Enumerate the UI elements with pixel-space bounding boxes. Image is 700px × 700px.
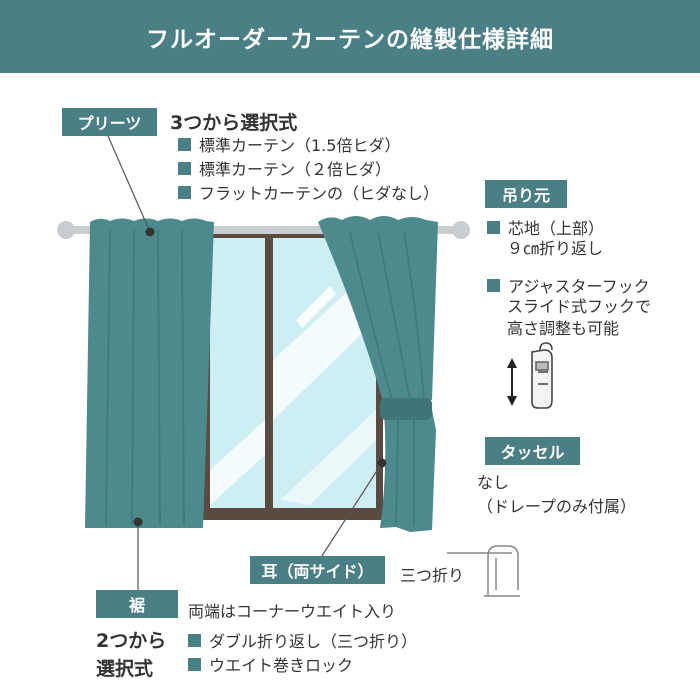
pleats-option-3: フラットカーテンの（ヒダなし）: [178, 180, 439, 204]
pleats-heading: 3つから選択式: [170, 112, 298, 134]
tri-fold-icon: [447, 545, 520, 597]
bullet-square-icon: [487, 278, 500, 292]
adjuster-hook-icon: [531, 342, 553, 409]
bullet-square-icon: [178, 185, 191, 199]
ear-note: 三つ折り: [400, 566, 465, 585]
tassel-band: [380, 398, 432, 420]
pleats-label: プリーツ: [62, 108, 157, 136]
pleat-dot: [145, 227, 155, 237]
right-curtain: [318, 216, 438, 532]
bullet-square-icon: [178, 161, 191, 175]
bullet-square-icon: [487, 220, 500, 234]
hem-heading: 2つから 選択式: [96, 630, 167, 680]
hem-dot: [133, 517, 143, 527]
window: [203, 228, 383, 520]
leader-lines: [107, 135, 383, 590]
bullet-square-icon: [188, 657, 201, 671]
bullet-square-icon: [188, 633, 201, 647]
hem-option-2: ウエイト巻きロック: [188, 652, 417, 676]
tassel-text: なし （ドレープのみ付属）: [477, 473, 637, 516]
heading-top-label: 吊り元: [485, 180, 567, 208]
hem-note: 両端はコーナーウエイト入り: [188, 602, 397, 621]
pleats-option-2: 標準カーテン（２倍ヒダ）: [178, 156, 439, 180]
left-curtain: [85, 218, 214, 528]
pleats-options: 標準カーテン（1.5倍ヒダ） 標準カーテン（２倍ヒダ） フラットカーテンの（ヒダ…: [178, 132, 439, 204]
page-title: フルオーダーカーテンの縫製仕様詳細: [0, 0, 700, 73]
ear-dot: [377, 458, 387, 468]
heading-top-option-2: アジャスターフック スライド式フックで 高さ調整も可能: [487, 274, 651, 340]
bullet-square-icon: [178, 137, 191, 151]
hem-label: 裾: [96, 590, 178, 618]
hem-option-1: ダブル折り返し（三つ折り）: [188, 628, 417, 652]
hem-options: ダブル折り返し（三つ折り） ウエイト巻きロック: [188, 628, 417, 676]
tassel-label: タッセル: [485, 437, 580, 465]
ear-label: 耳（両サイド）: [250, 556, 385, 584]
double-arrow-icon: [507, 358, 517, 406]
pleats-option-1: 標準カーテン（1.5倍ヒダ）: [178, 132, 439, 156]
heading-top-option-1: 芯地（上部） ９㎝折り返し: [487, 216, 604, 260]
